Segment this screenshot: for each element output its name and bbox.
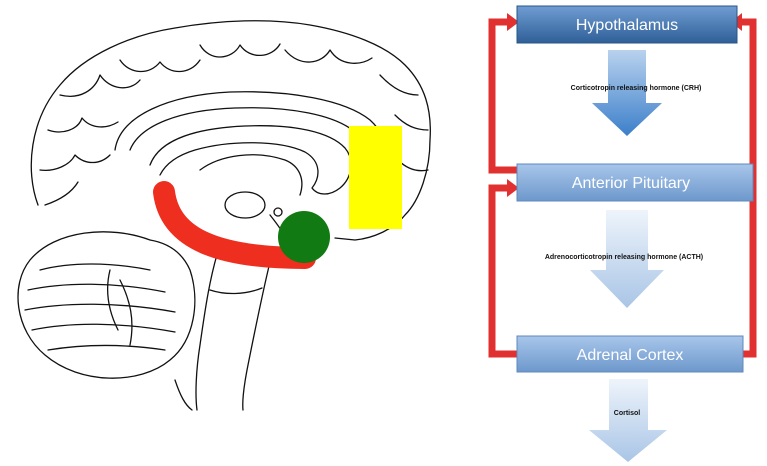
cingulate-inner bbox=[129, 107, 369, 181]
gyrus-line bbox=[44, 181, 79, 206]
yellow-highlight-rect bbox=[349, 126, 402, 229]
adrenal-label: Adrenal Cortex bbox=[577, 347, 684, 364]
acth-label: Adrenocorticotropin releasing hormone (A… bbox=[545, 254, 703, 261]
pituitary-label: Anterior Pituitary bbox=[572, 175, 690, 192]
cerebellum-folia bbox=[27, 283, 166, 293]
gyrus-line bbox=[397, 159, 429, 172]
cerebellum-folia bbox=[47, 344, 166, 351]
gyrus-line bbox=[47, 117, 119, 133]
cerebellum-folia bbox=[39, 263, 151, 271]
gyrus-line bbox=[379, 74, 419, 96]
hypothalamus-box: Hypothalamus bbox=[516, 5, 738, 44]
cortisol-label: Cortisol bbox=[614, 410, 641, 417]
cerebellum-arbor bbox=[107, 269, 133, 346]
feedback-adrenal-to-pituitary bbox=[488, 184, 540, 358]
feedback-pituitary-to-hypothalamus bbox=[488, 18, 532, 174]
pons-line bbox=[209, 287, 263, 295]
gyrus-line bbox=[199, 43, 281, 58]
cerebellum-folia bbox=[31, 323, 176, 333]
gyrus-line bbox=[394, 114, 429, 131]
feedback-arrowhead-left-mid bbox=[507, 179, 519, 197]
brain-outline bbox=[30, 20, 431, 241]
crh-arrow: Corticotropin releasing hormone (CRH) bbox=[571, 50, 702, 136]
red-highlight-arc bbox=[153, 181, 316, 269]
cerebellum-folia bbox=[24, 303, 176, 313]
mammillary-body bbox=[273, 207, 283, 217]
gyrus-line bbox=[59, 74, 141, 97]
fornix bbox=[199, 154, 303, 196]
thalamus bbox=[224, 191, 266, 219]
gyrus-line bbox=[39, 154, 111, 171]
cingulate-gyrus bbox=[114, 91, 389, 186]
gyrus-line bbox=[119, 59, 201, 73]
cortisol-arrow: Cortisol bbox=[589, 379, 667, 462]
corpus-callosum bbox=[149, 125, 352, 195]
cerebellum bbox=[17, 231, 196, 379]
pituitary-box: Anterior Pituitary bbox=[516, 163, 754, 202]
medulla bbox=[174, 379, 193, 411]
adrenal-box: Adrenal Cortex bbox=[516, 335, 744, 373]
feedback-arrowhead-left-top bbox=[507, 13, 519, 31]
acth-arrow: Adrenocorticotropin releasing hormone (A… bbox=[545, 210, 703, 308]
gyrus-line bbox=[284, 49, 373, 64]
crh-label: Corticotropin releasing hormone (CRH) bbox=[571, 85, 702, 92]
brainstem bbox=[195, 244, 271, 411]
hypothalamus-label: Hypothalamus bbox=[576, 17, 678, 34]
green-highlight-circle bbox=[278, 211, 330, 263]
